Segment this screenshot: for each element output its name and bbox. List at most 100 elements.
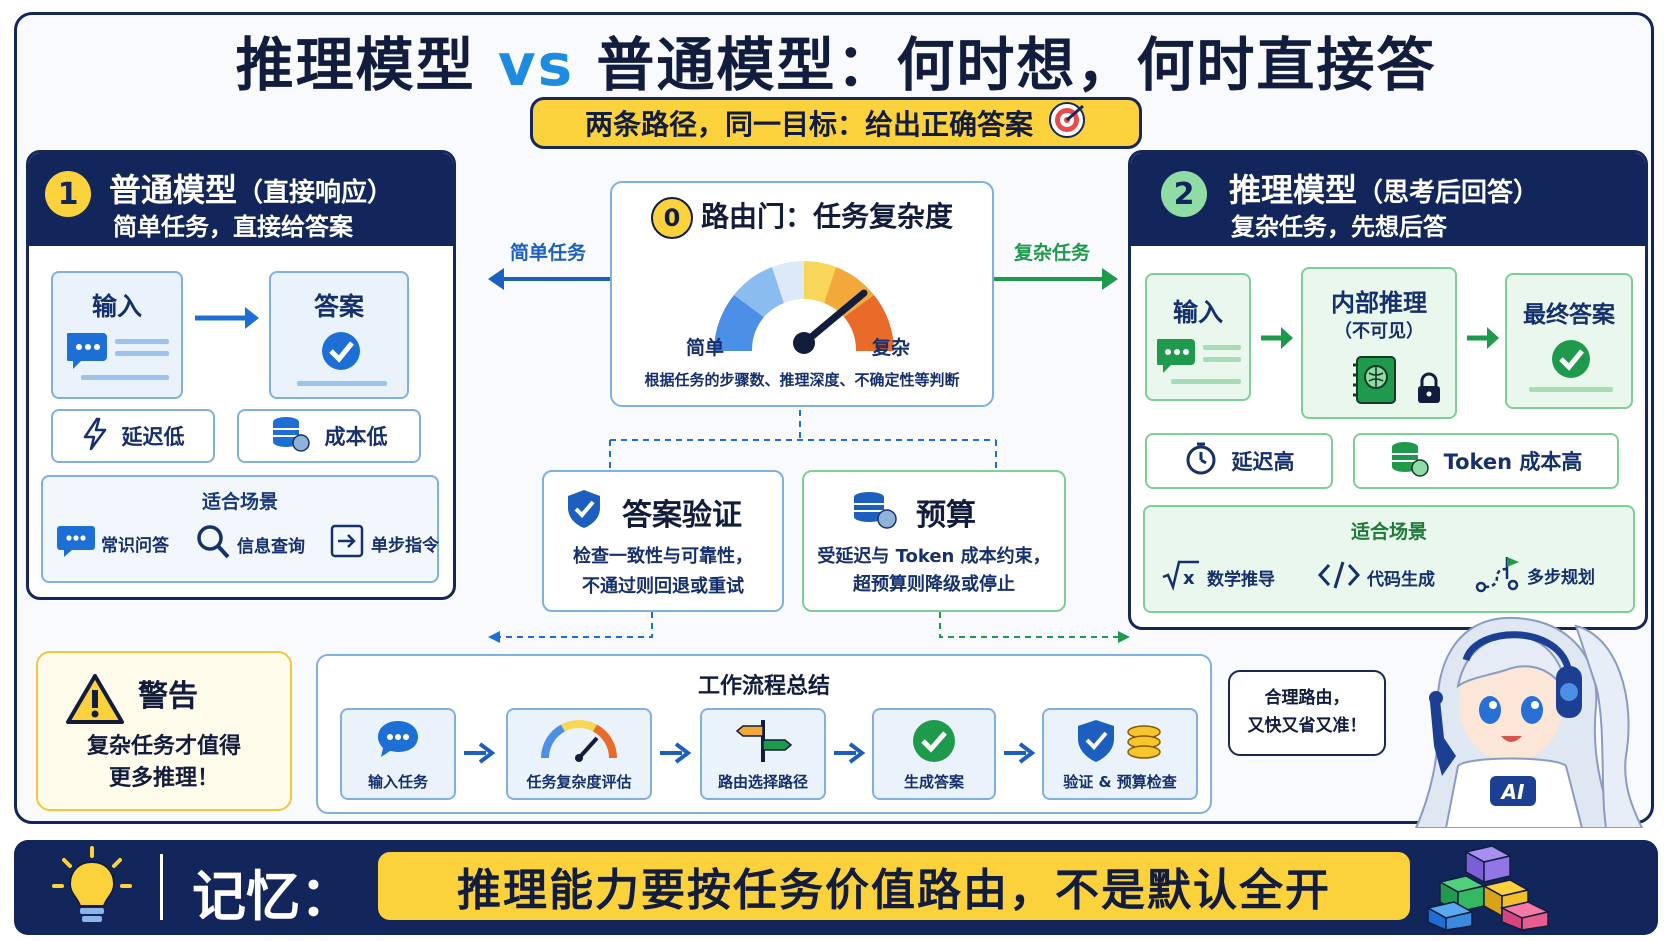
budget-line-2: 超预算则降级或停止 bbox=[853, 574, 1015, 595]
scenario-qa: 常识问答 bbox=[57, 523, 169, 564]
gauge-icon bbox=[694, 239, 914, 367]
answer-box: 答案 bbox=[269, 271, 409, 399]
warning-title: 警告 bbox=[138, 679, 198, 714]
page-title: 推理模型 vs 普通模型：何时想，何时直接答 bbox=[235, 31, 1437, 99]
final-answer-box: 最终答案 bbox=[1505, 273, 1633, 409]
database-icon bbox=[271, 415, 311, 458]
lightning-icon bbox=[82, 417, 108, 456]
scenario-lookup-label: 信息查询 bbox=[237, 537, 305, 557]
right-scenarios-box: 适合场景 x 数学推导 代码生成 多步规划 bbox=[1143, 505, 1635, 613]
reasoning-input-box: 输入 bbox=[1145, 273, 1251, 401]
scenarios-label: 适合场景 bbox=[201, 491, 278, 513]
arrow-right-icon bbox=[1465, 323, 1501, 357]
complex-task-label: 复杂任务 bbox=[1014, 242, 1091, 264]
arrow-left-icon bbox=[486, 264, 610, 298]
shield-check-icon bbox=[564, 488, 604, 534]
workflow-title: 工作流程总结 bbox=[697, 674, 830, 699]
scenario-math: x 数学推导 bbox=[1161, 559, 1275, 596]
check-icon bbox=[297, 331, 387, 393]
input-label: 输入 bbox=[91, 292, 142, 321]
gauge-complex-label: 复杂 bbox=[872, 337, 911, 359]
internal-reasoning-box: 内部推理 （不可见） bbox=[1301, 267, 1457, 419]
reasoning-model-subtitle: 复杂任务，先想后答 bbox=[1231, 213, 1447, 241]
regular-model-title: 普通模型（直接响应） bbox=[109, 171, 394, 209]
input-label: 输入 bbox=[1172, 298, 1223, 327]
enter-icon bbox=[329, 523, 365, 564]
number-badge: 2 bbox=[1161, 171, 1207, 217]
memory-banner: 记忆： 推理能力要按任务价值路由，不是默认全开 bbox=[14, 840, 1658, 935]
verification-title: 答案验证 bbox=[622, 498, 742, 533]
shield-coins-icon bbox=[1044, 718, 1196, 764]
route-flag-icon bbox=[1475, 553, 1521, 598]
regular-model-panel: 1 普通模型（直接响应） 简单任务，直接给答案 输入 答案 延迟低 成本低 适合… bbox=[26, 150, 456, 600]
lightbulb-icon bbox=[50, 846, 134, 934]
scenario-math-label: 数学推导 bbox=[1207, 570, 1275, 590]
warning-icon bbox=[66, 673, 124, 729]
flow-step-input: 输入任务 bbox=[340, 708, 456, 800]
warning-line-2: 更多推理！ bbox=[108, 766, 219, 791]
workflow-summary: 工作流程总结 输入任务 任务复杂度评估 路由选择路径 生成答案 验证 & 预算检… bbox=[316, 654, 1212, 814]
chat-icon bbox=[342, 718, 454, 760]
number-badge: 1 bbox=[45, 171, 91, 217]
chat-icon bbox=[65, 329, 173, 387]
bubble-line-1: 合理路由， bbox=[1264, 688, 1350, 708]
clock-icon bbox=[1184, 442, 1218, 481]
bubble-line-2: 又快又省又准！ bbox=[1247, 716, 1367, 736]
flow-step-generate: 生成答案 bbox=[872, 708, 996, 800]
budget-card: 预算 受延迟与 Token 成本约束， 超预算则降级或停止 bbox=[802, 470, 1066, 612]
arrow-right-icon bbox=[1002, 740, 1038, 770]
flow-step-generate-label: 生成答案 bbox=[903, 773, 964, 791]
arrow-right-icon bbox=[658, 740, 694, 770]
target-icon bbox=[1047, 100, 1087, 147]
gauge-icon bbox=[508, 718, 650, 762]
check-icon bbox=[874, 718, 994, 764]
svg-text:x: x bbox=[1183, 568, 1195, 589]
scenario-planning-label: 多步规划 bbox=[1527, 568, 1595, 588]
code-icon bbox=[1317, 559, 1361, 596]
token-cost-high-pill: Token 成本高 bbox=[1353, 433, 1619, 489]
arrow-right-icon bbox=[1259, 323, 1295, 357]
flow-step-routing: 路由选择路径 bbox=[700, 708, 826, 800]
flow-step-verify-budget: 验证 & 预算检查 bbox=[1042, 708, 1198, 800]
warning-box: 警告 复杂任务才值得 更多推理！ bbox=[36, 651, 292, 811]
answer-label: 答案 bbox=[313, 292, 364, 321]
scenario-single-step: 单步指令 bbox=[329, 523, 439, 564]
reasoning-model-header: 2 推理模型（思考后回答） 复杂任务，先想后答 bbox=[1131, 153, 1645, 246]
final-answer-label: 最终答案 bbox=[1523, 302, 1615, 328]
verification-line-2: 不通过则回退或重试 bbox=[582, 576, 744, 597]
flow-step-complexity: 任务复杂度评估 bbox=[506, 708, 652, 800]
simple-task-label: 简单任务 bbox=[510, 242, 587, 264]
latency-high-pill: 延迟高 bbox=[1145, 433, 1333, 489]
database-icon bbox=[1390, 440, 1430, 483]
chat-icon bbox=[57, 523, 95, 564]
warning-line-1: 复杂任务才值得 bbox=[86, 734, 241, 759]
router-note: 根据任务的步骤数、推理深度、不确定性等判断 bbox=[644, 371, 960, 389]
cost-low-label: 成本低 bbox=[324, 425, 388, 449]
answer-verification-card: 答案验证 检查一致性与可靠性， 不通过则回退或重试 bbox=[542, 470, 784, 612]
arrow-right-green-icon bbox=[994, 264, 1122, 298]
reasoning-model-title: 推理模型（思考后回答） bbox=[1229, 171, 1540, 209]
arrow-right-icon bbox=[832, 740, 868, 770]
lock-icon bbox=[1415, 371, 1443, 409]
search-icon bbox=[195, 523, 231, 566]
memory-label: 记忆： bbox=[192, 865, 354, 928]
mascot-ai-badge: AI bbox=[1501, 780, 1525, 804]
flow-step-verify-budget-label: 验证 & 预算检查 bbox=[1063, 773, 1177, 791]
subtitle-banner: 两条路径，同一目标：给出正确答案 bbox=[530, 97, 1142, 149]
latency-low-pill: 延迟低 bbox=[51, 409, 215, 463]
arrow-right-icon bbox=[193, 303, 261, 337]
verification-line-1: 检查一致性与可靠性， bbox=[573, 546, 753, 567]
scenarios-label: 适合场景 bbox=[1350, 521, 1427, 543]
database-icon bbox=[852, 490, 898, 534]
flow-step-routing-label: 路由选择路径 bbox=[717, 773, 808, 791]
regular-model-subtitle: 简单任务，直接给答案 bbox=[113, 213, 353, 241]
subtitle-text: 两条路径，同一目标：给出正确答案 bbox=[584, 108, 1033, 141]
gauge-simple-label: 简单 bbox=[686, 337, 725, 359]
scenario-lookup: 信息查询 bbox=[195, 523, 305, 566]
check-icon bbox=[1525, 339, 1615, 399]
flow-step-input-label: 输入任务 bbox=[367, 773, 428, 791]
cost-low-pill: 成本低 bbox=[237, 409, 421, 463]
budget-line-1: 受延迟与 Token 成本约束， bbox=[817, 546, 1051, 567]
